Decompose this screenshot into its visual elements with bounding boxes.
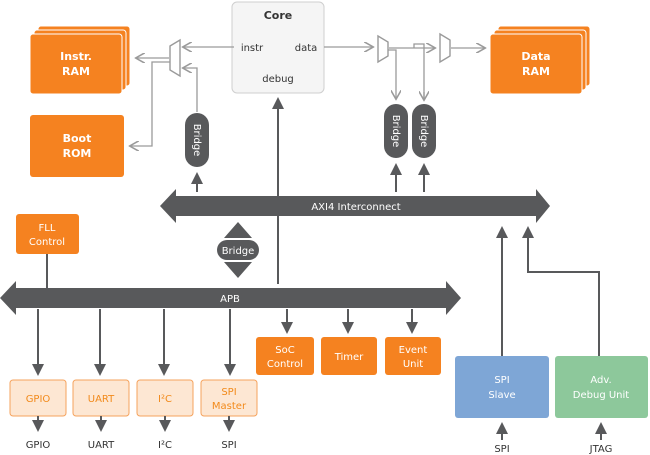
fll-label-line2: Control — [29, 237, 65, 248]
debug-unit-line2: Debug Unit — [573, 390, 630, 401]
event-unit-line2: Unit — [403, 359, 423, 370]
axi-connections — [191, 97, 600, 356]
spi-slave-line2: Slave — [488, 390, 515, 401]
bridge-data-2: Bridge — [412, 104, 436, 158]
soc-control-line1: SoC — [275, 345, 294, 356]
axi-bus-label: AXI4 Interconnect — [311, 202, 400, 213]
boot-rom-label-line1: Boot — [63, 132, 92, 145]
debug-unit-block: Adv. Debug Unit — [555, 356, 648, 418]
debug-unit-line1: Adv. — [590, 375, 611, 386]
spi-master-block: SPI Master — [200, 379, 258, 417]
core-instr-port: instr — [241, 43, 264, 54]
spi-master-line1: SPI — [221, 387, 236, 398]
bridge-data-1-label: Bridge — [390, 115, 401, 148]
bridge-axi-apb-label: Bridge — [222, 246, 255, 257]
soc-control-block: SoC Control — [256, 337, 314, 375]
i2c-block: I²C — [136, 379, 194, 417]
data-mux-left — [377, 34, 389, 64]
data-ram-label-line2: RAM — [522, 65, 550, 78]
apb-bus: APB — [0, 281, 461, 315]
core-debug-port: debug — [262, 74, 294, 85]
core-data-port: data — [295, 43, 318, 54]
ext-label-jtag: JTAG — [589, 444, 613, 455]
core-block: Core instr data debug — [231, 1, 325, 94]
event-unit-block: Event Unit — [385, 337, 441, 375]
gpio-block-label: GPIO — [26, 394, 51, 405]
timer-block: Timer — [321, 337, 377, 375]
core-title: Core — [264, 9, 293, 22]
io-label-gpio: GPIO — [26, 440, 51, 451]
uart-block-label: UART — [88, 394, 115, 405]
boot-rom-block: Boot ROM — [30, 115, 124, 177]
spi-master-line2: Master — [212, 401, 247, 412]
memory-interconnect-lines — [131, 44, 484, 146]
data-ram-label-line1: Data — [521, 50, 550, 63]
instr-ram-label-line2: RAM — [62, 65, 90, 78]
bridge-data-1: Bridge — [384, 104, 408, 158]
soc-control-line2: Control — [267, 359, 303, 370]
io-label-i2c: I²C — [158, 440, 172, 451]
instr-mux — [169, 38, 181, 78]
axi-bus: AXI4 Interconnect — [160, 189, 550, 223]
uart-block: UART — [72, 379, 130, 417]
bridge-instr-label: Bridge — [191, 124, 202, 157]
data-mux-right — [439, 32, 451, 64]
bridge-instr: Bridge — [185, 113, 209, 167]
apb-bus-label: APB — [220, 294, 240, 305]
fll-label-line1: FLL — [39, 223, 56, 234]
i2c-block-label: I²C — [158, 394, 172, 405]
boot-rom-label-line2: ROM — [63, 147, 92, 160]
timer-label: Timer — [334, 352, 364, 363]
io-label-spi: SPI — [221, 440, 236, 451]
apb-to-periph-lines — [32, 309, 418, 376]
external-input-arrows — [496, 422, 607, 440]
io-label-uart: UART — [88, 440, 115, 451]
spi-slave-line1: SPI — [494, 375, 509, 386]
instr-ram-block: Instr. RAM — [29, 25, 131, 95]
spi-slave-block: SPI Slave — [455, 356, 549, 418]
instr-ram-label-line1: Instr. — [60, 50, 92, 63]
gpio-block: GPIO — [9, 379, 67, 417]
bridge-axi-apb: Bridge — [217, 222, 259, 278]
data-ram-block: Data RAM — [489, 25, 591, 95]
ext-label-spi: SPI — [494, 444, 509, 455]
bridge-data-2-label: Bridge — [418, 115, 429, 148]
event-unit-line1: Event — [399, 345, 428, 356]
io-output-arrows — [32, 416, 235, 432]
fll-control-block: FLL Control — [16, 214, 79, 254]
